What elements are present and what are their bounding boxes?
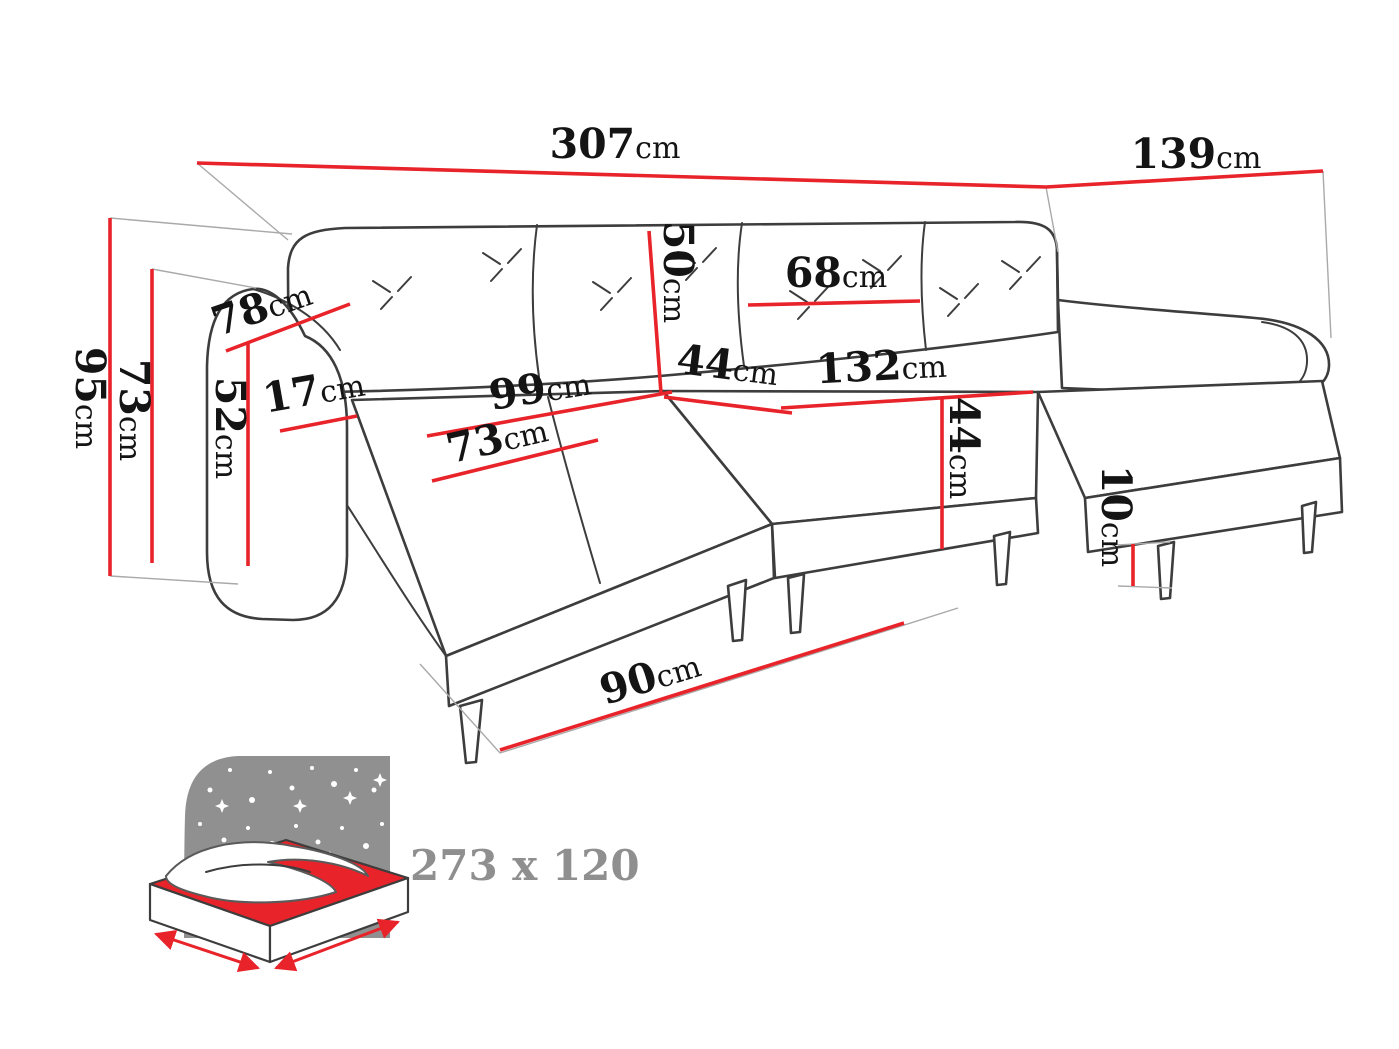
back-cushion-divider-2 xyxy=(736,222,745,367)
dim-line-arm-width-17 xyxy=(279,414,358,433)
sofa-leg xyxy=(1156,540,1176,601)
dim-line-chaise-width-73 xyxy=(431,438,599,483)
left-chaise-seam xyxy=(547,396,601,584)
dim-line-backrest-height-50 xyxy=(647,230,663,394)
dimension-labels: 307cm 139cm 95cm 73cm 78cm 52cm 17cm 99c… xyxy=(66,120,1261,715)
length-arrow xyxy=(274,918,400,972)
sofa-leg xyxy=(458,698,484,765)
dim-label-backrest-height-50: 50cm xyxy=(654,221,702,323)
dim-label-cushion-width-68: 68cm xyxy=(785,249,887,297)
dim-line-chaise-length-99 xyxy=(426,390,673,438)
dim-line-floor-length-90 xyxy=(499,621,905,752)
armrest-chaise-junction xyxy=(346,504,447,657)
width-arrow xyxy=(154,930,260,972)
dim-label-chaise-depth-139: 139cm xyxy=(1131,130,1262,178)
dim-label-seat-height-52: 52cm xyxy=(206,377,254,479)
sofa-drawing xyxy=(205,220,1344,765)
sleeping-area-label: 273 x 120 xyxy=(410,841,640,890)
dim-label-chaise-length-99: 99cm xyxy=(486,356,595,419)
dim-label-leg-height-10: 10cm xyxy=(1092,465,1140,567)
dim-line-chaise-depth-139 xyxy=(1045,169,1324,189)
sofa-leg xyxy=(992,530,1012,587)
dim-line-overall-width-307 xyxy=(196,161,1047,189)
dim-label-arm-width-17: 17cm xyxy=(259,358,368,423)
dim-line-cushion-width-68 xyxy=(747,299,921,307)
extension-lines xyxy=(109,162,1332,754)
sofa-leg xyxy=(786,572,806,635)
dim-line-seat-depth-44 xyxy=(663,395,793,415)
dim-label-height-73: 73cm xyxy=(110,359,158,461)
left-armrest-roll xyxy=(252,288,341,351)
sofa-leg xyxy=(1300,500,1318,555)
left-chaise-front xyxy=(444,522,776,708)
floor-projection-line xyxy=(419,607,959,754)
dim-line-seat-width-132 xyxy=(780,390,1034,410)
cushion-tuft-marks xyxy=(372,247,1041,320)
duvet xyxy=(165,841,369,904)
duvet-fold xyxy=(205,863,311,873)
dim-label-seat-width-132: 132cm xyxy=(815,339,948,394)
sofa-left-armrest xyxy=(205,287,349,622)
dim-label-overall-width-307: 307cm xyxy=(550,120,681,168)
dimension-lines xyxy=(108,161,1324,752)
backrest-right-edge xyxy=(1055,248,1060,302)
dim-label-seat-front-height-44: 44cm xyxy=(940,397,988,499)
dim-label-height-95: 95cm xyxy=(66,347,114,449)
sleeping-area-icon xyxy=(148,756,410,972)
back-cushion-divider-3 xyxy=(920,221,927,351)
sofa-leg xyxy=(726,578,748,643)
back-cushion-divider-1 xyxy=(531,224,540,378)
right-chaise-front xyxy=(1083,456,1344,554)
dim-label-seat-depth-44: 44cm xyxy=(674,335,781,395)
